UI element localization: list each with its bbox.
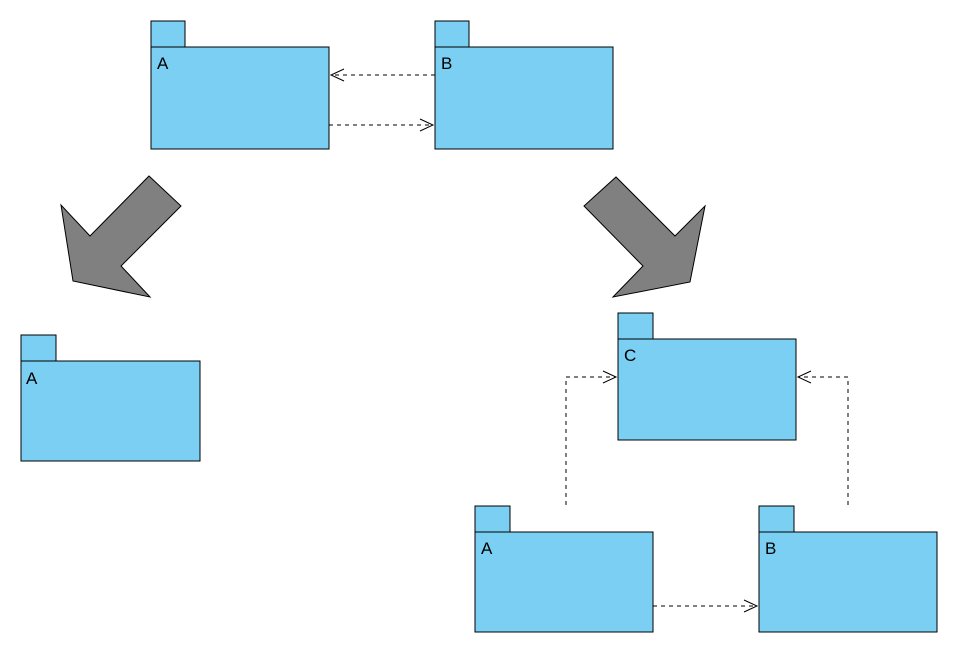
package-tab [434,20,470,48]
open-arrowhead [329,68,345,82]
package-label: B [441,54,452,73]
top-package-a[interactable]: A [150,20,330,150]
dependency-b-to-a[interactable] [329,68,435,82]
dependency-line [798,376,849,505]
package-body [474,531,654,633]
open-arrowhead [602,370,618,384]
dependency-a-to-b[interactable] [329,118,435,132]
package-tab [758,505,795,533]
package-label: C [624,346,636,365]
package-tab [150,20,186,48]
dependency-line [565,376,616,505]
package-body [758,531,938,633]
package-tab [474,505,511,533]
package-body [20,360,201,462]
left-package-a[interactable]: A [20,334,201,462]
package-body [150,46,330,150]
open-arrowhead [743,599,759,613]
top-package-b[interactable]: B [434,20,614,150]
package-label: A [481,539,493,558]
right-package-c[interactable]: C [617,312,797,441]
package-body [617,338,797,441]
right-package-a[interactable]: A [474,505,654,633]
open-arrowhead [419,118,435,132]
package-label: B [765,539,776,558]
open-arrowhead [796,370,812,384]
package-tab [20,334,57,362]
transform-arrow-left [60,175,182,298]
right-package-b[interactable]: B [758,505,938,633]
transform-arrow-right [583,176,706,298]
package-label: A [26,369,38,388]
package-tab [617,312,654,340]
dependency-a-to-b-bottom[interactable] [653,599,759,613]
package-body [434,46,614,150]
dependency-a-to-c[interactable] [565,370,618,505]
package-label: A [157,54,169,73]
dependency-b-to-c[interactable] [796,370,849,505]
